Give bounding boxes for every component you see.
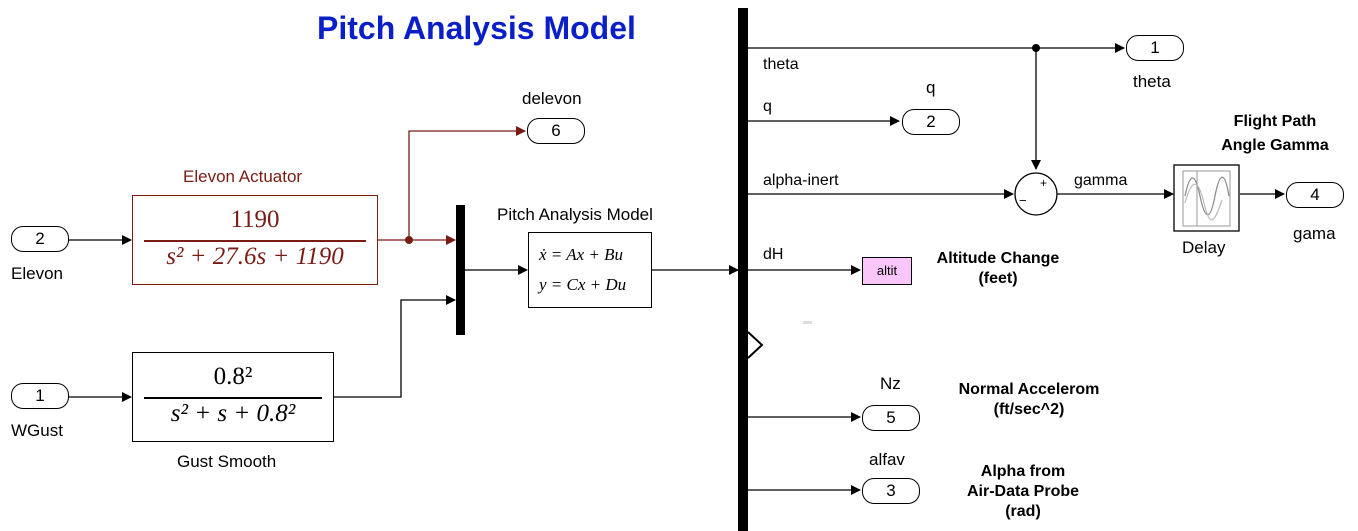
outport-gama[interactable]: 4	[1286, 182, 1344, 208]
gust-smooth-block[interactable]: 0.8² s² + s + 0.8²	[132, 352, 334, 442]
outport-delevon-label: delevon	[522, 89, 582, 108]
elevon-actuator-label: Elevon Actuator	[183, 167, 303, 186]
goto-altit-block[interactable]: altit	[862, 257, 912, 285]
inport-elevon[interactable]: 2	[11, 226, 69, 252]
annotation-normal-accel-line1: Normal Accelerom	[958, 381, 1100, 398]
signal-label-q: q	[763, 98, 772, 115]
annotation-flight-path-line1: Flight Path	[1233, 113, 1317, 130]
annotation-alpha-probe-line3: (rad)	[1005, 503, 1041, 520]
sum-sign-left: −	[1019, 193, 1027, 208]
demux-port-marker	[747, 331, 764, 359]
outport-alfav[interactable]: 3	[862, 478, 920, 504]
gust-smooth-fraction-bar	[144, 397, 322, 399]
signal-label-alpha-inert: alpha-inert	[763, 172, 839, 189]
wire-gust-to-mux	[334, 295, 456, 398]
signal-label-theta: theta	[763, 56, 799, 73]
wire-to-delevon	[408, 126, 526, 240]
inport-elevon-label: Elevon	[11, 264, 63, 283]
outport-gama-label: gama	[1293, 224, 1336, 243]
elevon-actuator-numerator: 1190	[230, 206, 280, 233]
decorative-mark	[803, 321, 812, 324]
annotation-alpha-probe-line2: Air-Data Probe	[966, 483, 1080, 500]
annotation-altitude-line1: Altitude Change	[936, 250, 1060, 267]
outport-delevon[interactable]: 6	[527, 118, 585, 144]
state-space-equation-2: y = Cx + Du	[539, 275, 627, 294]
sum-sign-top: +	[1040, 176, 1048, 190]
gust-smooth-label: Gust Smooth	[177, 452, 277, 471]
outport-q[interactable]: 2	[902, 109, 960, 135]
inport-wgust[interactable]: 1	[11, 383, 69, 409]
annotation-altitude-line2: (feet)	[978, 270, 1018, 287]
elevon-actuator-denominator: s² + 27.6s + 1190	[166, 243, 344, 270]
inport-wgust-label: WGust	[11, 421, 63, 440]
annotation-flight-path-line2: Angle Gamma	[1221, 137, 1329, 154]
delay-label: Delay	[1182, 238, 1226, 257]
signal-label-dh: dH	[763, 246, 784, 263]
delay-block[interactable]	[1173, 164, 1240, 232]
gust-smooth-denominator: s² + s + 0.8²	[170, 400, 296, 427]
outport-nz[interactable]: 5	[862, 405, 920, 431]
page-title: Pitch Analysis Model	[317, 10, 636, 46]
state-space-equation-1: ẋ = Ax + Bu	[539, 245, 623, 264]
outport-nz-label: Nz	[880, 374, 901, 393]
outport-theta-label: theta	[1133, 72, 1171, 91]
gust-smooth-numerator: 0.8²	[213, 363, 253, 390]
state-space-block[interactable]: ẋ = Ax + Bu y = Cx + Du	[528, 232, 652, 308]
elevon-actuator-block[interactable]: 1190 s² + 27.6s + 1190	[132, 195, 378, 285]
annotation-alpha-probe-line1: Alpha from	[980, 463, 1066, 480]
state-space-label: Pitch Analysis Model	[497, 205, 653, 224]
demux-bar	[738, 8, 748, 531]
mux-bar	[456, 205, 465, 335]
signal-label-gamma: gamma	[1074, 172, 1128, 189]
elevon-actuator-fraction-bar	[144, 240, 366, 242]
annotation-normal-accel-line2: (ft/sec^2)	[993, 401, 1065, 418]
outport-q-label: q	[926, 78, 936, 97]
delay-icon	[1182, 170, 1231, 227]
outport-theta[interactable]: 1	[1126, 35, 1184, 61]
outport-alfav-label: alfav	[869, 450, 905, 469]
